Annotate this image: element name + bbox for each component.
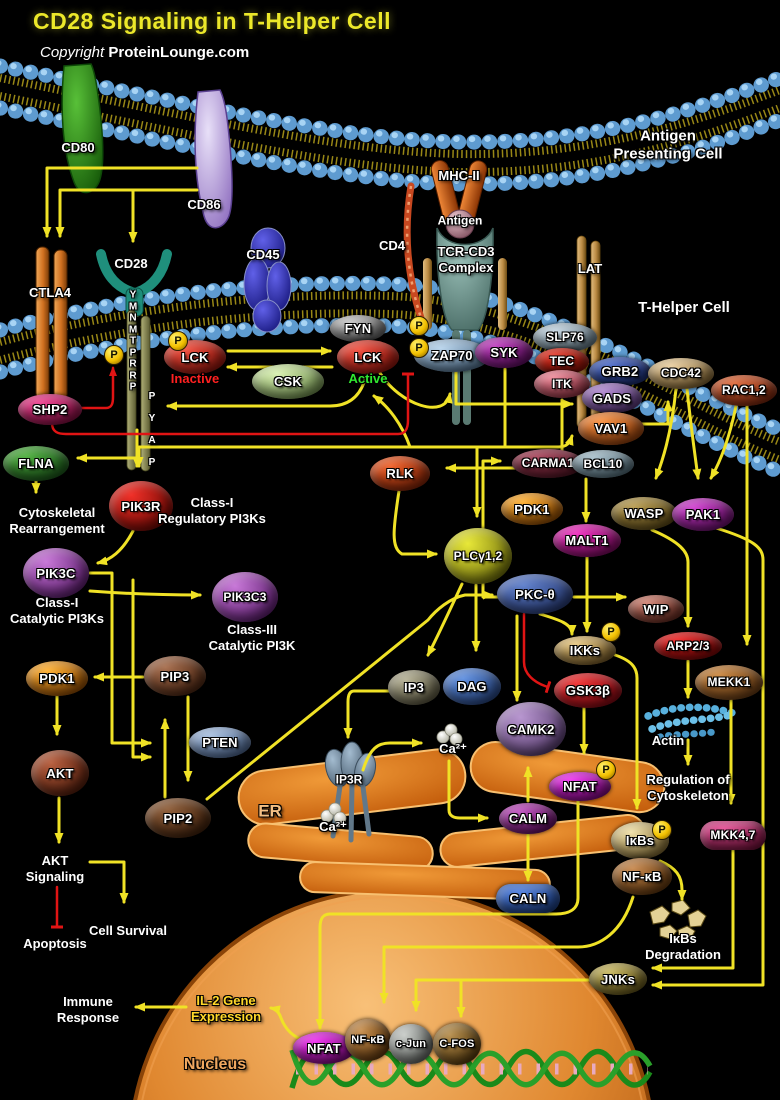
arrow-ip3r-to-calcium [361,738,423,772]
diagram-shape [96,249,137,297]
receptor-cd28 [96,249,172,472]
arrow-vav1-to-cdc42 [640,400,673,426]
arrow-cdc42-to-wasp [654,387,678,480]
diagram-shape [61,63,104,194]
diagram-shape [439,814,646,868]
er-organelle [237,740,666,901]
arrow-ip3-to-ip3r [343,689,394,739]
arrow-pak1-to-jnks [651,526,765,990]
arrow-complex-to-degradation [658,859,687,901]
arrow-nfkb-to-nucleus [379,895,635,1004]
calcium-cytosol [436,723,463,746]
arrow-aktsig-to-survival [88,860,129,904]
arrow-lck-active-to-cd28-tail [166,374,368,411]
diagram-shape [140,315,151,472]
red-pkctheta-inhibits-gsk3b [522,612,552,694]
diagram-shape [405,185,423,319]
arrow-calcium-to-calm [447,759,489,823]
arrow-pkctheta-to-carma1 [481,456,502,599]
red-shp2-inhibits-zap70 [50,372,414,436]
diagram-shape [436,227,494,331]
receptor-cd80 [61,63,104,194]
diagram-shape [0,60,780,143]
arrow-pyap-to-lck-active [372,394,412,449]
arrow-cd86-to-ctla4-a [42,166,199,238]
copyright-line: Copyright ProteinLounge.com [40,44,249,61]
diagram-shape [656,727,723,741]
arrow-rlk-to-plcgamma [392,489,438,559]
diagram-shape [0,317,780,480]
diagram-shape [449,732,463,746]
diagram-shape [141,896,643,1100]
diagram-shape [671,899,691,916]
arrow-rac12-to-pak1 [709,404,738,480]
diagram-shape [644,703,737,720]
diagram-shape [498,258,507,330]
diagram-shape [0,102,780,185]
diagram-shape [590,240,601,430]
arrow-pik3r-to-pik3c [96,529,135,566]
diagram-shape [320,809,334,823]
calcium-ions [320,723,463,825]
diagram-shape [463,330,471,425]
diagram-shape [35,246,50,400]
diagram-shape [53,249,68,401]
arrow-cd86-to-ctla4-b [55,188,199,238]
red-shp2-to-phospho [78,366,117,410]
diagram-shape [423,258,432,330]
diagram-shape [576,235,587,429]
diagram-shape [687,909,707,928]
arrow-wasp-to-arp23 [650,528,693,628]
arrow-zap70-to-slp76-complex [454,370,574,409]
arrow-pik3c-to-pik3c3 [88,589,202,600]
ikb-degradation-pieces [649,899,707,941]
arrow-pip2-to-pkctheta [205,590,494,801]
diagram-title: CD28 Signaling in T-Helper Cell [33,8,392,34]
diagram-shape [649,905,671,925]
apc-membrane [0,58,780,192]
coreceptor-cd4 [403,182,425,322]
diagram-shape [0,58,780,150]
receptor-ctla4 [35,246,68,401]
thelper-membrane [0,275,780,480]
arrow-syk-to-pik3r [134,367,507,468]
arrow-ikks-to-ikbs [610,652,642,810]
diagram-shape [133,249,172,297]
arrow-pkctheta-to-ikks [538,612,577,636]
receptor-cd86 [194,89,233,229]
antigen-sphere [445,209,475,239]
arrow-cdc42-to-pak1 [685,387,702,480]
diagram-shape [126,309,137,471]
receptor-cd45 [243,227,292,333]
arrow-nfat-to-nucleus [315,797,580,1030]
diagram-shape [648,711,735,733]
arrow-mkk47-to-jnks [651,848,735,973]
arrow-plcgamma-to-ip3 [426,582,464,657]
arrow-pip-column-b [131,578,152,762]
diagram-shape [252,299,282,333]
diagram-shape [677,925,696,941]
actin-filaments [644,703,737,741]
diagram-shape [659,924,678,940]
arrow-branch-to-vav1 [503,434,574,449]
copyright-site: ProteinLounge.com [108,44,250,61]
diagram-shape [436,730,450,744]
diagram-shape [445,209,475,239]
diagram-shape [194,89,233,229]
arrow-lck-active-to-zap70 [378,371,453,409]
arrow-jnks-to-cjun [411,978,592,1012]
arrow-pik3c-to-pip-column-a [88,571,152,748]
inhibition-lines [50,366,552,929]
calcium-er [320,802,347,825]
diagram-shape [333,811,347,825]
copyright-word: Copyright [40,44,105,61]
signal-arrows [31,166,765,1043]
receptor-tcr-cd3 [423,227,507,425]
